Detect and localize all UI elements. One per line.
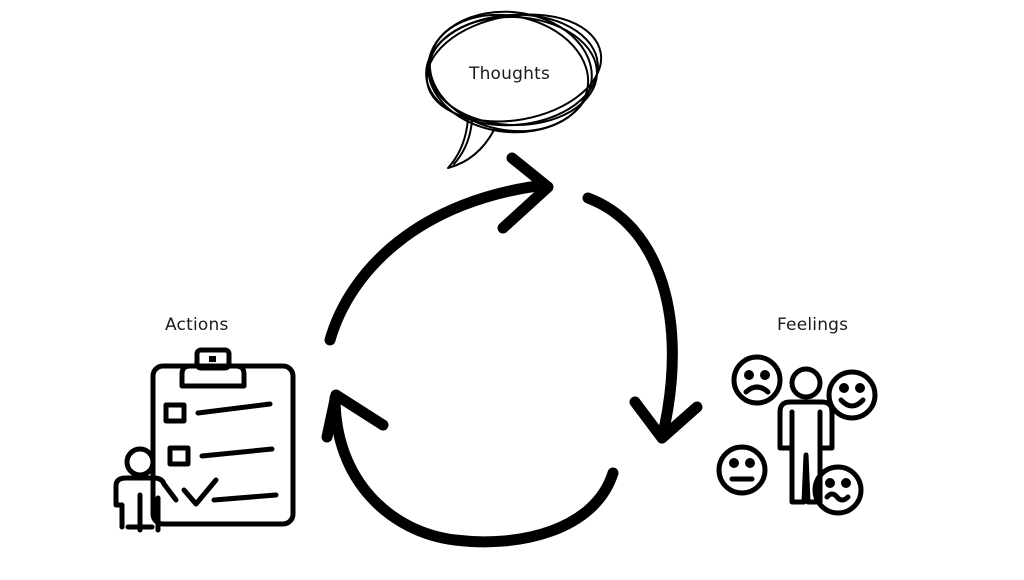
arrow-thoughts-to-feelings	[582, 192, 678, 444]
checklist-person-icon	[113, 347, 296, 533]
arrow-actions-to-thoughts	[324, 179, 551, 346]
emotions-person-icon	[716, 354, 878, 516]
arrowhead-actions	[321, 389, 389, 443]
actions-label: Actions	[165, 315, 229, 335]
thought-bubble-icon	[425, 10, 603, 169]
arrowhead-thoughts	[497, 152, 554, 234]
arrow-feelings-to-actions	[329, 392, 619, 548]
feelings-label: Feelings	[777, 315, 849, 335]
arrowhead-feelings	[629, 396, 703, 444]
thoughts-label: Thoughts	[469, 64, 551, 84]
cycle-arrows	[321, 152, 703, 548]
